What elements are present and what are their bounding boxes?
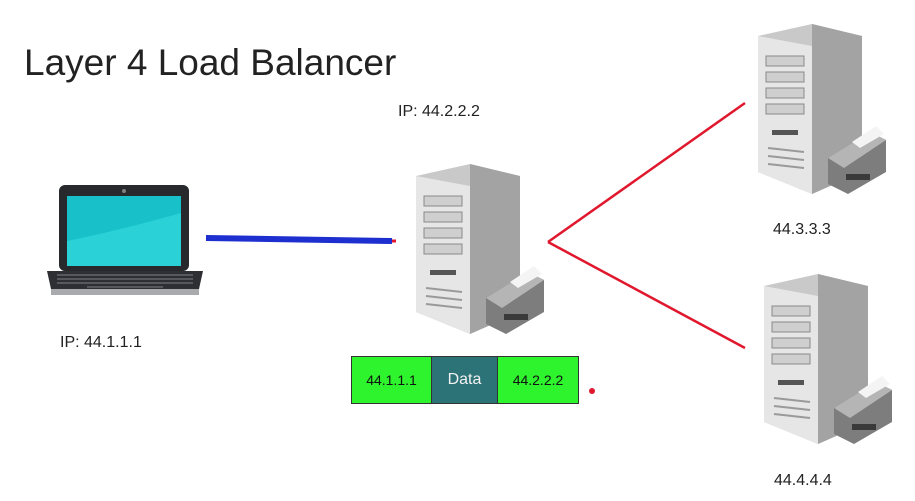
client-link	[205, 235, 393, 244]
packet-header: 44.1.1.1 Data 44.2.2.2	[351, 356, 579, 404]
server-link-1	[547, 101, 746, 244]
packet-source-ip: 44.1.1.1	[352, 357, 432, 403]
backend-server-1-ip-label: 44.3.3.3	[773, 221, 831, 238]
load-balancer-server-icon	[416, 164, 544, 334]
diagram-title: Layer 4 Load Balancer	[24, 42, 397, 83]
laptop-icon	[47, 185, 203, 295]
server-link-2	[547, 240, 746, 350]
packet-payload: Data	[432, 357, 498, 403]
packet-dot	[589, 388, 595, 394]
backend-server-1-icon	[758, 24, 886, 194]
packet-destination-ip: 44.2.2.2	[498, 357, 578, 403]
client-ip-label: IP: 44.1.1.1	[60, 334, 142, 351]
backend-server-2-ip-label: 44.4.4.4	[774, 472, 832, 489]
load-balancer-ip-label: IP: 44.2.2.2	[398, 103, 480, 120]
backend-server-2-icon	[764, 274, 892, 444]
